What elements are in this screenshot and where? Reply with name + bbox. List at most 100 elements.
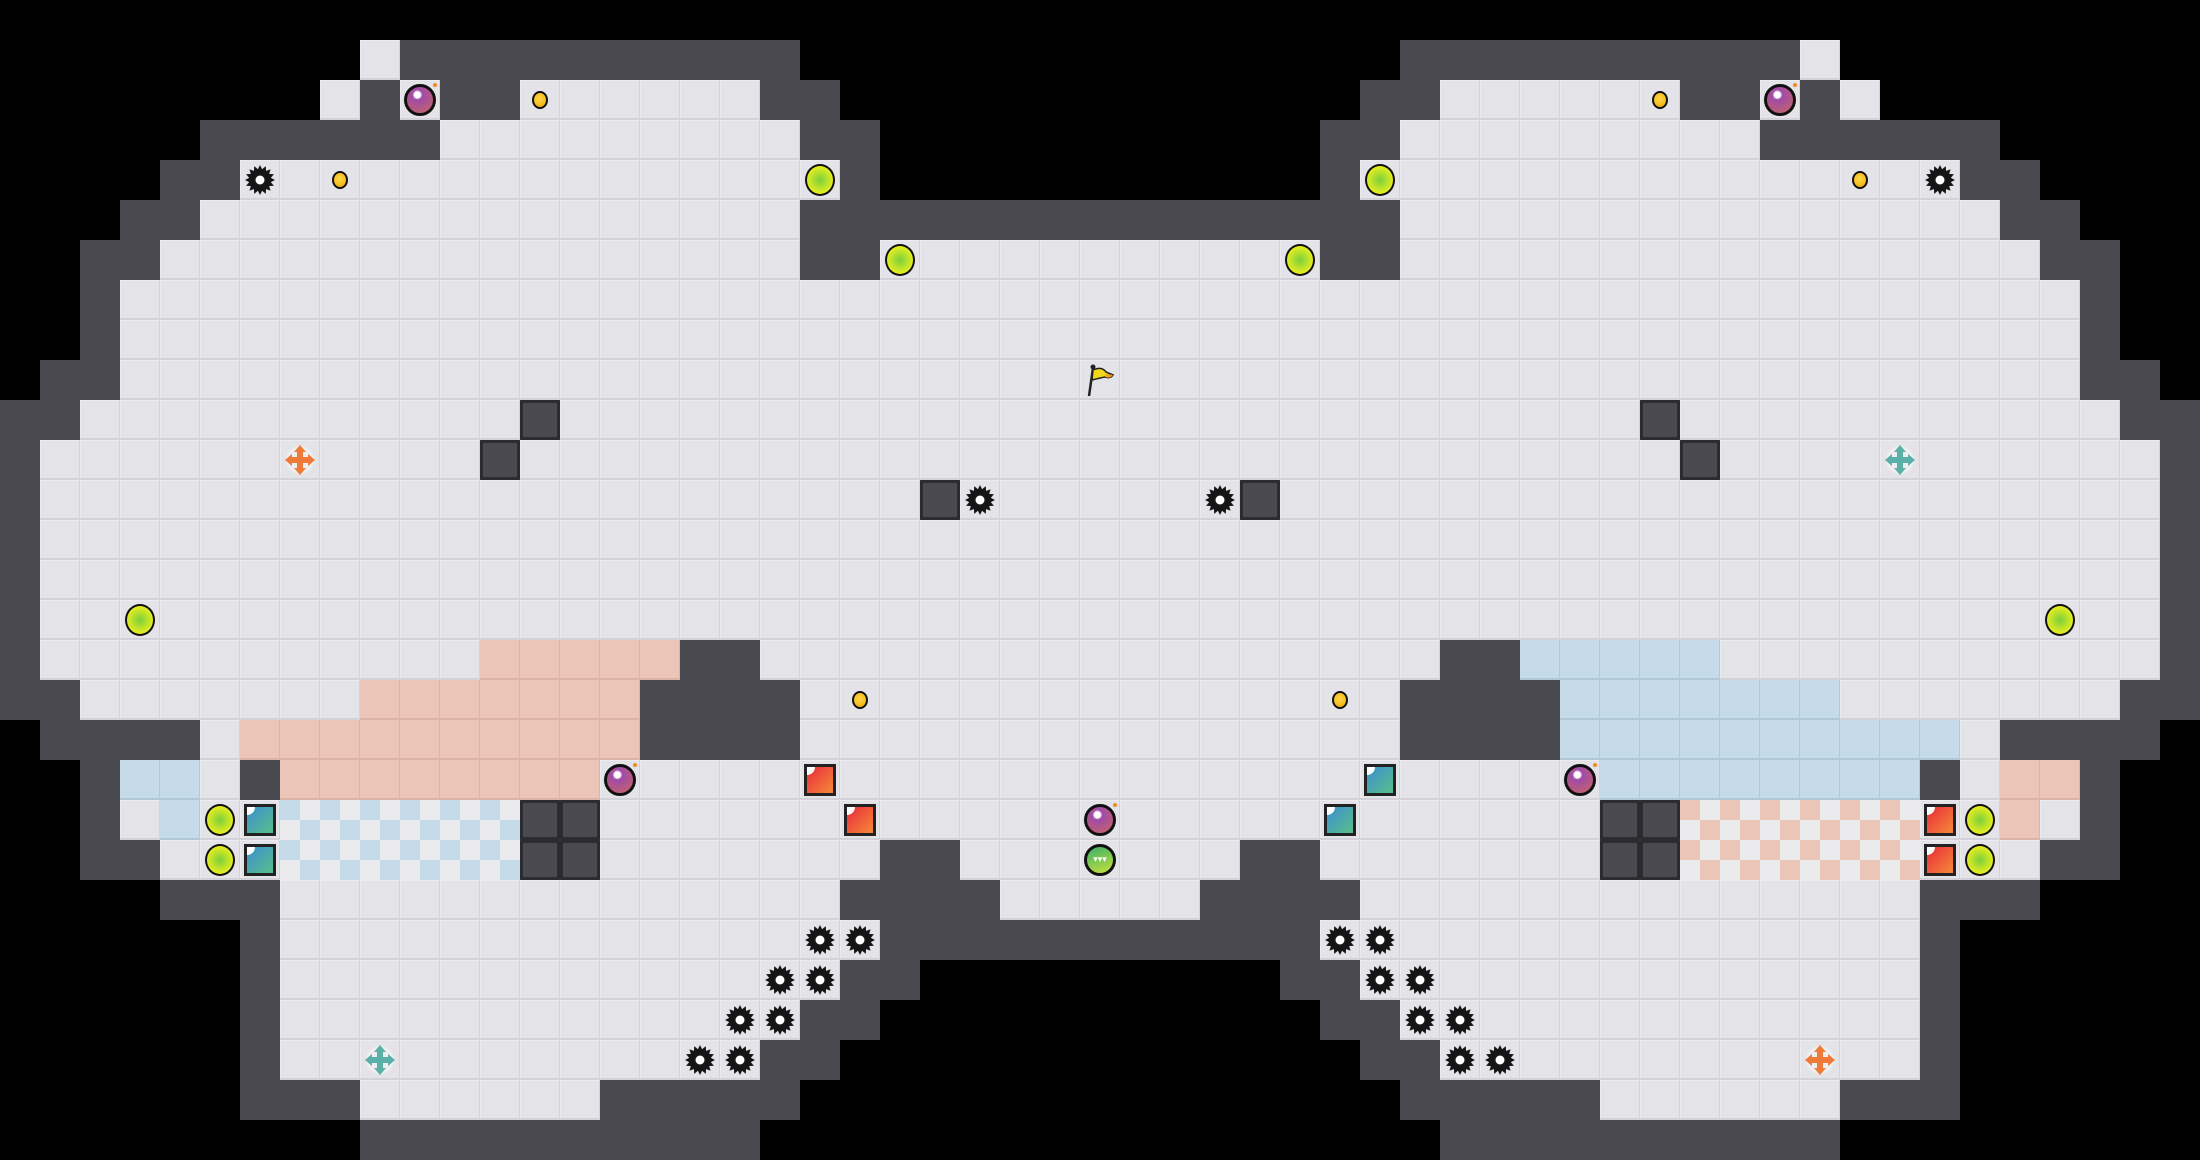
wall-tile [680, 1080, 720, 1120]
floor-tile [1800, 1080, 1840, 1120]
floor-tile [1560, 440, 1600, 480]
wall-tile [1520, 680, 1560, 720]
floor-tile [920, 280, 960, 320]
stone-block [1600, 840, 1640, 880]
wall-tile [680, 40, 720, 80]
flag-icon[interactable] [1080, 360, 1120, 400]
floor-tile [1320, 520, 1360, 560]
floor-tile [1280, 720, 1320, 760]
floor-tile [240, 200, 280, 240]
blue-zone-tile [1560, 640, 1600, 680]
wall-tile [960, 200, 1000, 240]
floor-tile [1880, 200, 1920, 240]
floor-tile [800, 640, 840, 680]
floor-tile [280, 880, 320, 920]
green-bomb-icon[interactable]: ▾▾▾ [1080, 840, 1120, 880]
floor-tile [720, 560, 760, 600]
floor-tile [680, 200, 720, 240]
floor-tile [1880, 920, 1920, 960]
floor-tile [640, 520, 680, 560]
floor-tile [1800, 640, 1840, 680]
peach-zone-tile [560, 720, 600, 760]
peach-zone-tile [480, 640, 520, 680]
floor-tile [520, 160, 560, 200]
floor-tile [1160, 480, 1200, 520]
bomb-icon[interactable] [400, 80, 440, 120]
floor-tile [2000, 400, 2040, 440]
floor-tile [400, 1000, 440, 1040]
floor-tile [520, 560, 560, 600]
floor-tile [120, 400, 160, 440]
wall-tile [1400, 80, 1440, 120]
wall-tile [760, 720, 800, 760]
green-coin-icon [800, 160, 840, 200]
floor-tile [680, 920, 720, 960]
wall-tile [1160, 200, 1200, 240]
wall-tile [1520, 720, 1560, 760]
floor-tile [40, 440, 80, 480]
floor-tile [960, 720, 1000, 760]
floor-tile [320, 1040, 360, 1080]
floor-tile [1320, 480, 1360, 520]
floor-tile [760, 760, 800, 800]
floor-tile [1520, 880, 1560, 920]
floor-tile [2120, 440, 2160, 480]
wall-tile [1440, 640, 1480, 680]
floor-tile [1640, 1000, 1680, 1040]
wall-tile [1280, 880, 1320, 920]
floor-tile [2000, 520, 2040, 560]
floor-tile [1040, 640, 1080, 680]
wall-tile [2120, 720, 2160, 760]
floor-tile [1400, 920, 1440, 960]
floor-tile [1000, 360, 1040, 400]
floor-tile [400, 240, 440, 280]
floor-tile [280, 160, 320, 200]
floor-tile [1880, 520, 1920, 560]
bomb-icon[interactable] [1080, 800, 1120, 840]
blue-zone-tile [1800, 760, 1840, 800]
wall-tile [1520, 1120, 1560, 1160]
floor-tile [600, 160, 640, 200]
floor-tile [2080, 680, 2120, 720]
floor-tile [360, 280, 400, 320]
bomb-icon[interactable] [1760, 80, 1800, 120]
floor-tile [440, 280, 480, 320]
floor-tile [1120, 560, 1160, 600]
wall-tile [1920, 920, 1960, 960]
wall-tile [520, 40, 560, 80]
wall-tile [1440, 1080, 1480, 1120]
floor-tile [1880, 560, 1920, 600]
floor-tile [1640, 160, 1680, 200]
floor-tile [1560, 160, 1600, 200]
floor-tile [960, 520, 1000, 560]
bomb-icon[interactable] [1560, 760, 1600, 800]
floor-tile [960, 240, 1000, 280]
gold-coin-icon [1840, 160, 1880, 200]
floor-tile [1480, 280, 1520, 320]
floor-tile [1840, 280, 1880, 320]
floor-tile [1080, 720, 1120, 760]
wall-tile [40, 360, 80, 400]
wall-tile [1400, 680, 1440, 720]
floor-tile [920, 320, 960, 360]
wall-tile [720, 40, 760, 80]
wall-tile [840, 120, 880, 160]
floor-tile [1600, 200, 1640, 240]
wall-tile [2000, 880, 2040, 920]
floor-tile [1560, 1040, 1600, 1080]
wall-tile [1240, 200, 1280, 240]
floor-tile [560, 480, 600, 520]
floor-tile [1560, 280, 1600, 320]
floor-tile [720, 880, 760, 920]
bomb-icon[interactable] [600, 760, 640, 800]
floor-tile [1760, 400, 1800, 440]
peach-zone-tile [280, 720, 320, 760]
floor-tile [600, 240, 640, 280]
blue-zone-tile [1640, 720, 1680, 760]
floor-tile [160, 280, 200, 320]
wall-tile [1480, 640, 1520, 680]
blue-zone-tile [160, 760, 200, 800]
floor-tile [1560, 480, 1600, 520]
floor-tile [680, 960, 720, 1000]
floor-tile [840, 600, 880, 640]
